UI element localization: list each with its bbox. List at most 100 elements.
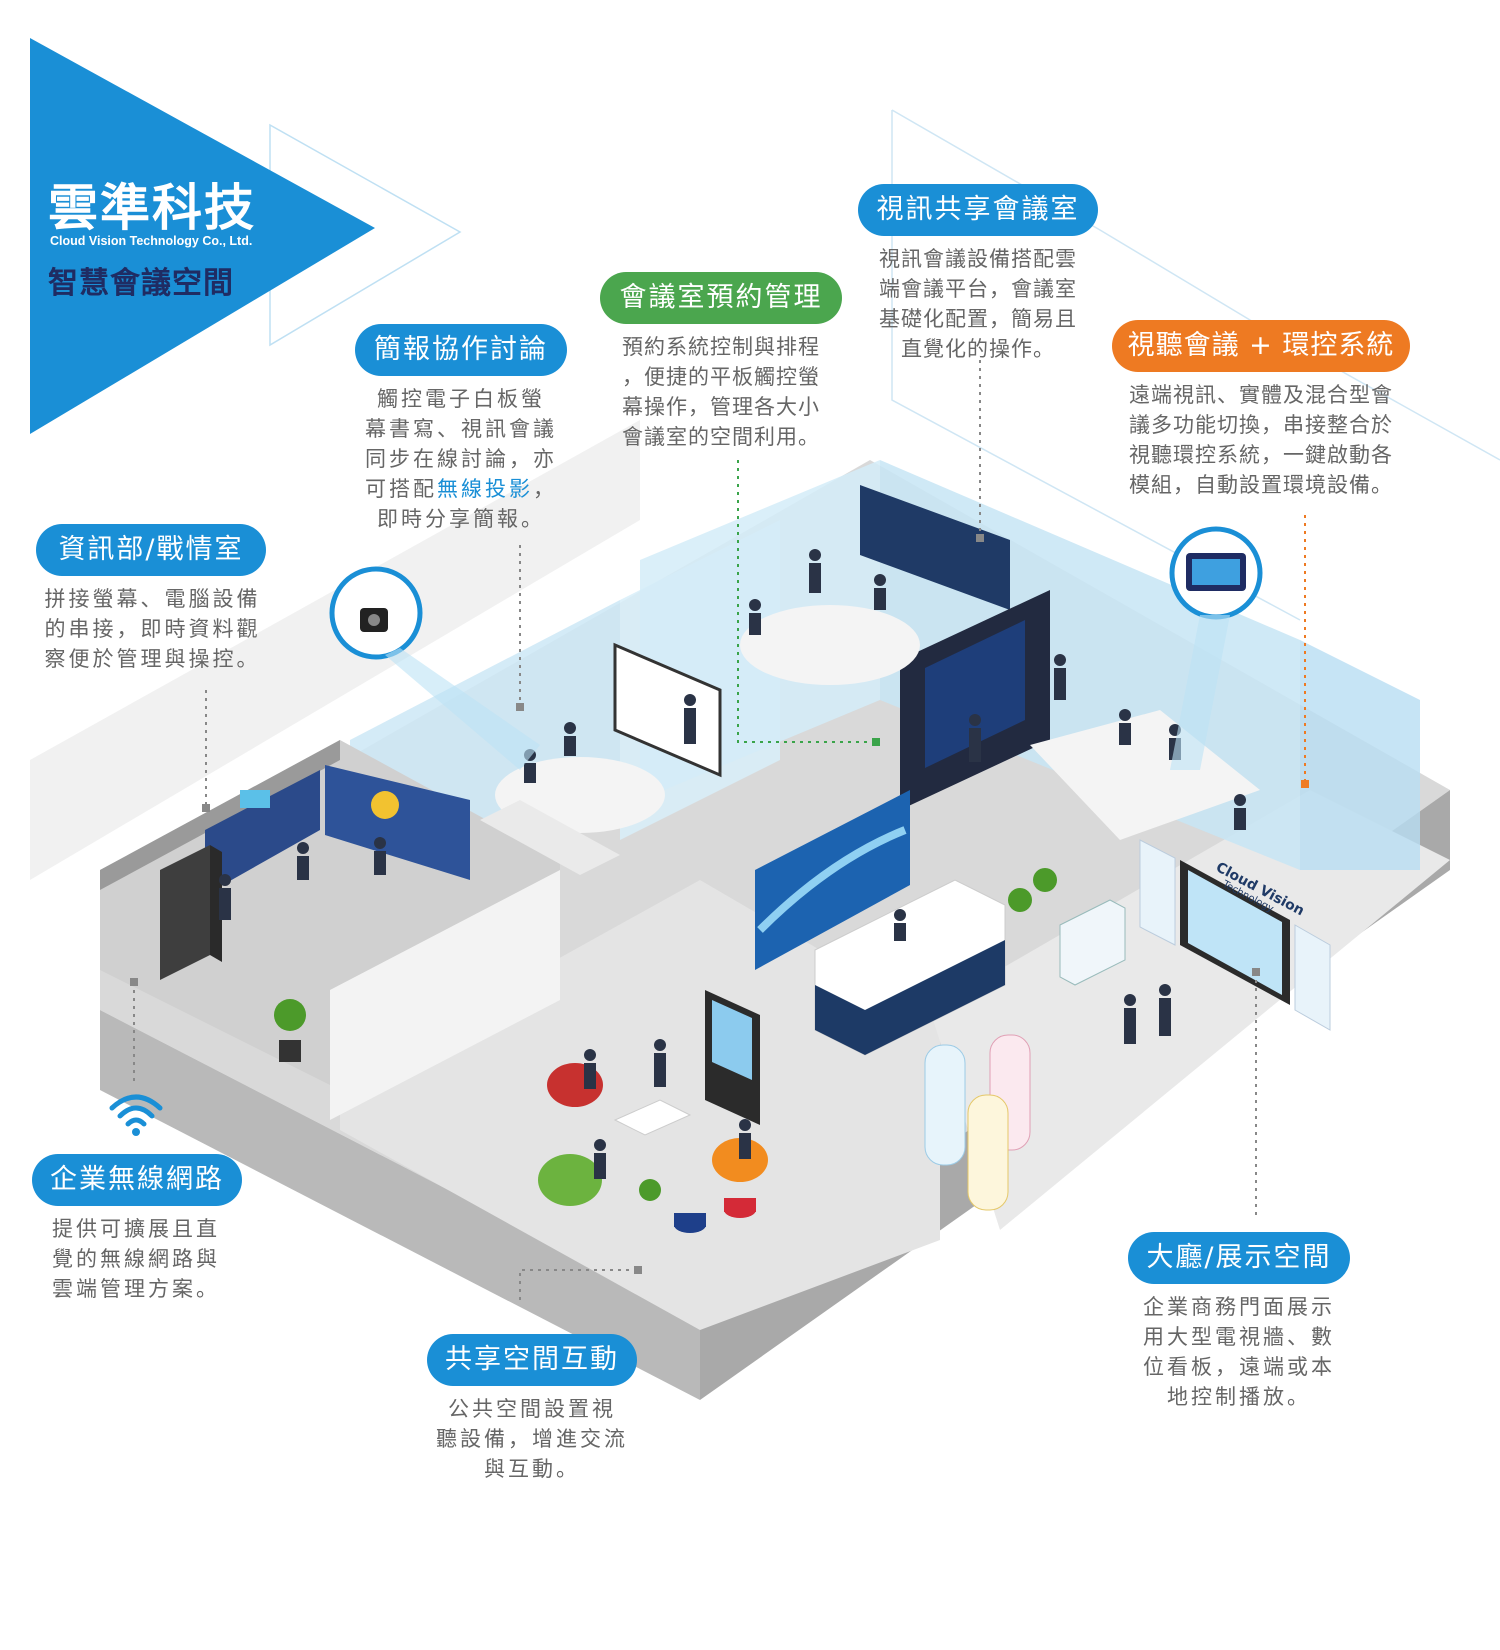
desc-room-booking: 預約系統控制與排程 ，便捷的平板觸控螢 幕操作，管理各大小 會議室的空間利用。	[600, 332, 842, 452]
desc-line: 雲端管理方案。	[52, 1277, 220, 1301]
shared-area-floor	[340, 880, 940, 1330]
wifi-icon	[109, 1094, 163, 1136]
stool	[674, 1213, 706, 1227]
lobby-wave	[757, 826, 907, 933]
desc-line: 察便於管理與操控。	[44, 647, 261, 671]
desc-shared-space: 公共空間設置視 聽設備，增進交流 與互動。	[425, 1394, 639, 1484]
label-enterprise-wifi: 企業無線網路	[32, 1154, 242, 1206]
presenter-button	[368, 614, 380, 626]
screen-pie	[371, 791, 399, 819]
connector-dot	[202, 804, 210, 812]
callout-beam	[385, 648, 540, 770]
desc-line: 幕操作，管理各大小	[622, 395, 820, 419]
label-video-meeting-room: 視訊共享會議室	[858, 184, 1098, 236]
desc-briefing-collaboration: 觸控電子白板螢 幕書寫、視訊會議 同步在線討論，亦 可搭配無線投影， 即時分享簡…	[345, 384, 577, 534]
plant	[639, 1179, 661, 1201]
it-room-front-wall	[330, 870, 560, 1120]
desc-line: 預約系統控制與排程	[622, 335, 820, 359]
bean-bag	[712, 1138, 768, 1182]
label-av-control-system: 視聽會議 + 環控系統	[1112, 320, 1410, 372]
desc-line: 位看板，遠端或本	[1143, 1355, 1335, 1379]
stool	[724, 1198, 756, 1212]
video-wall-screen	[205, 770, 320, 895]
connector-dot	[872, 738, 880, 746]
brand-triangle	[30, 38, 375, 434]
wireless-projection-highlight: 無線投影	[437, 477, 533, 501]
desc-line: 視聽環控系統，一鍵啟動各	[1129, 443, 1393, 467]
server-rack-side	[210, 845, 222, 962]
control-tablet-screen	[1192, 559, 1240, 585]
av-room-display-screen	[925, 620, 1025, 768]
connector-dot	[976, 534, 984, 542]
desc-line: 基礎化配置，簡易且	[879, 307, 1077, 331]
desc-line: 地控制播放。	[1167, 1385, 1311, 1409]
desc-line: 聽設備，增進交流	[436, 1427, 628, 1451]
bean-bag	[538, 1154, 602, 1206]
plant	[274, 999, 306, 1031]
desc-line: 模組，自動設置環境設備。	[1129, 473, 1393, 497]
callout-beam	[1170, 615, 1230, 770]
it-room-wall	[100, 740, 340, 890]
desc-line: 覺的無線網路與	[52, 1247, 220, 1271]
lobby-kiosk	[1059, 899, 1126, 986]
desc-line: 議多功能切換，串接整合於	[1129, 413, 1393, 437]
desc-line: 會議室的空間利用。	[622, 425, 820, 449]
av-room-table	[1030, 710, 1260, 840]
coffee-table	[613, 1099, 692, 1136]
desc-line: 可搭配無線投影，	[345, 474, 577, 504]
lobby-floor	[930, 790, 1450, 1230]
desc-line: 同步在線討論，亦	[365, 447, 557, 471]
signage-panel	[1139, 839, 1176, 946]
connector-dot	[516, 703, 524, 711]
brand-subtitle: Cloud Vision Technology Co., Ltd.	[50, 234, 253, 248]
digital-signage-screen	[1188, 870, 1282, 995]
video-room-table	[740, 605, 920, 685]
it-desk	[480, 800, 620, 875]
brand-title: 雲準科技	[48, 179, 256, 237]
display-pillar	[924, 1044, 966, 1166]
background-band	[30, 420, 640, 880]
connector-booking	[737, 460, 876, 743]
desc-line: 幕書寫、視訊會議	[365, 417, 557, 441]
signage-panel	[1294, 924, 1331, 1031]
connector-dot	[1301, 780, 1309, 788]
label-briefing-collaboration: 簡報協作討論	[355, 324, 567, 376]
desc-it-war-room: 拼接螢幕、電腦設備 的串接，即時資料觀 察便於管理與操控。	[30, 584, 275, 674]
desc-video-meeting-room: 視訊會議設備搭配雲 端會議平台，會議室 基礎化配置，簡易且 直覺化的操作。	[860, 244, 1096, 364]
desc-enterprise-wifi: 提供可擴展且直 覺的無線網路與 雲端管理方案。	[30, 1214, 242, 1304]
desc-line: 拼接螢幕、電腦設備	[44, 587, 261, 611]
digital-totem-screen	[712, 1000, 752, 1080]
desc-line: 企業商務門面展示	[1143, 1295, 1335, 1319]
connector-shared	[519, 1269, 638, 1300]
reception-desk-front	[865, 940, 1005, 1055]
label-lobby-showroom: 大廳/展示空間	[1128, 1232, 1350, 1284]
lobby-video-wall	[755, 790, 910, 970]
desc-line: 的串接，即時資料觀	[44, 617, 261, 641]
desc-line: 與互動。	[484, 1457, 580, 1481]
floor-edge-left	[100, 1010, 700, 1400]
desc-line: 公共空間設置視	[448, 1397, 616, 1421]
desc-lobby-showroom: 企業商務門面展示 用大型電視牆、數 位看板，遠端或本 地控制播放。	[1126, 1292, 1352, 1412]
guide-line	[891, 109, 1500, 461]
reception-desk-front	[815, 985, 865, 1055]
display-pillar	[967, 1094, 1009, 1211]
connector-dot	[130, 978, 138, 986]
desc-line: 即時分享簡報。	[377, 507, 545, 531]
plant-pot	[279, 1040, 301, 1062]
connector-dot	[634, 1266, 642, 1274]
server-rack	[160, 845, 210, 980]
desc-text: ，	[533, 477, 557, 501]
screen-chart	[240, 790, 270, 808]
label-it-war-room: 資訊部/戰情室	[36, 524, 266, 576]
video-wall-screen	[325, 765, 470, 880]
desc-line: 提供可擴展且直	[52, 1217, 220, 1241]
desc-line: 觸控電子白板螢	[377, 387, 545, 411]
brand-tagline: 智慧會議空間	[48, 266, 234, 301]
plant	[1033, 868, 1057, 892]
plant	[1008, 888, 1032, 912]
label-room-booking: 會議室預約管理	[600, 272, 842, 324]
desc-line: 用大型電視牆、數	[1143, 1325, 1335, 1349]
desc-av-control-system: 遠端視訊、實體及混合型會 議多功能切換，串接整合於 視聽環控系統，一鍵啟動各 模…	[1108, 380, 1414, 500]
video-conference-screen	[860, 485, 1010, 610]
